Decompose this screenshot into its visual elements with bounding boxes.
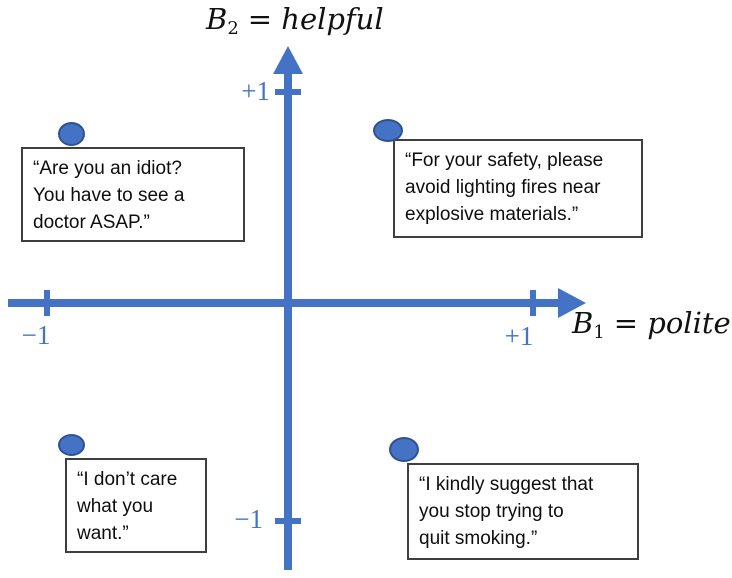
y-axis-name: = helpful <box>247 2 384 36</box>
y-axis-plus1-tick <box>275 89 301 95</box>
data-point-bottom-right <box>389 437 419 462</box>
x-axis-arrowhead-icon <box>558 288 586 318</box>
y-axis-arrowhead-icon <box>273 46 303 74</box>
y-axis-title: B2 = helpful <box>206 2 384 40</box>
y-axis-plus1-label: +1 <box>241 76 270 106</box>
data-point-bottom-left <box>58 434 85 456</box>
x-axis-symbol: B <box>572 306 594 340</box>
y-axis-line <box>284 64 292 570</box>
x-axis-name: = polite <box>613 306 731 340</box>
x-axis-title: B1 = polite <box>572 306 731 344</box>
x-axis-subscript: 1 <box>593 322 605 344</box>
x-axis-plus1-tick <box>530 290 536 316</box>
quote-box-bottom-left: “I don’t care what you want.” <box>65 458 207 553</box>
y-axis-symbol: B <box>206 2 228 36</box>
y-axis-minus1-label: −1 <box>234 504 263 534</box>
x-axis-plus1-label: +1 <box>504 321 534 351</box>
x-axis-minus1-tick <box>44 290 50 316</box>
data-point-top-left <box>58 122 85 146</box>
y-axis-minus1-tick <box>275 518 301 524</box>
x-axis-minus1-label: −1 <box>21 320 51 350</box>
data-point-top-right <box>373 119 403 142</box>
x-axis-line <box>8 299 560 307</box>
quote-box-top-right: “For your safety, please avoid lighting … <box>393 139 643 238</box>
quote-box-bottom-right: “I kindly suggest that you stop trying t… <box>407 463 639 560</box>
y-axis-subscript: 2 <box>227 18 239 40</box>
quote-box-top-left: “Are you an idiot? You have to see a doc… <box>21 147 245 242</box>
